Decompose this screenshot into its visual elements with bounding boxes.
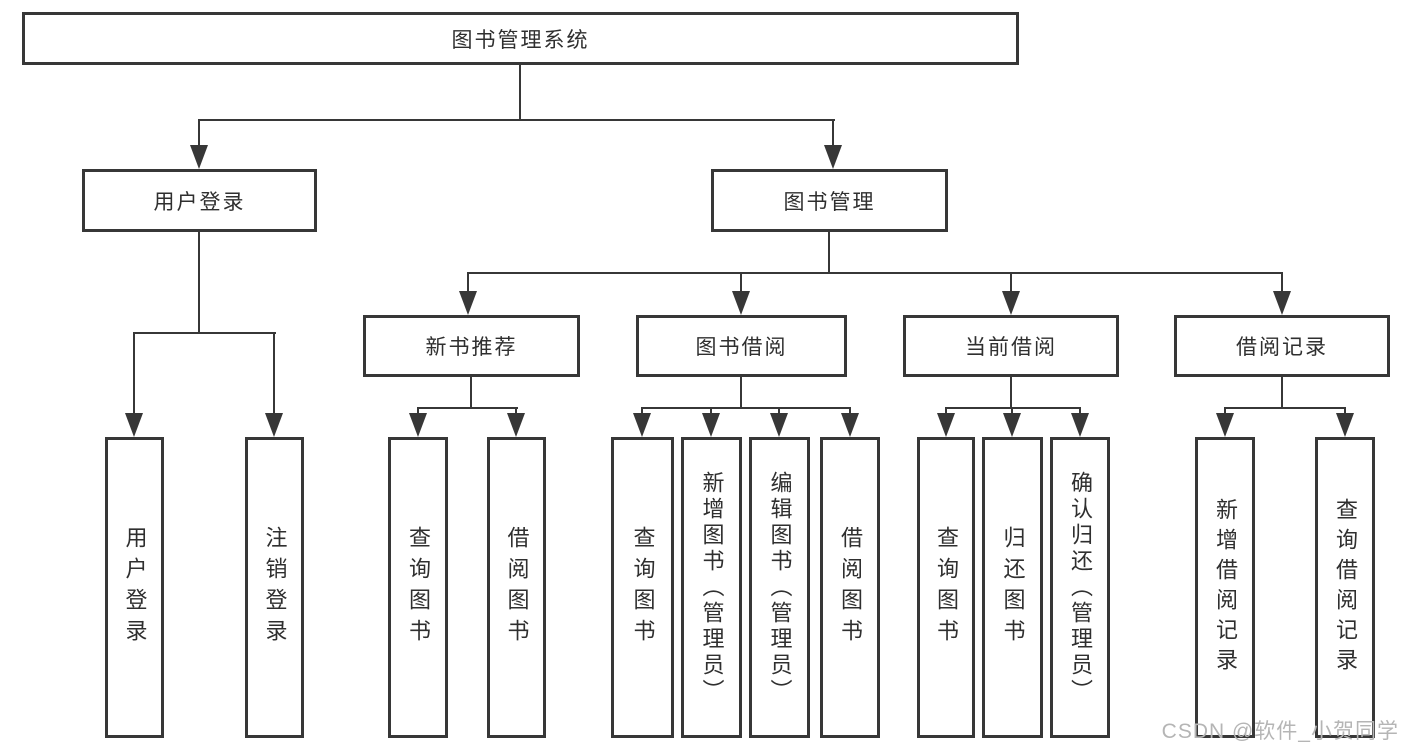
arrow-down (125, 332, 143, 437)
connector-management-stem (828, 231, 830, 273)
connector-group-hbar (945, 407, 1081, 409)
arrow-down (702, 407, 720, 437)
arrow-down (409, 407, 427, 437)
leaf-query-borrow-record: 查询借阅记录 (1315, 437, 1375, 738)
leaf-borrow-books: 借阅图书 (487, 437, 546, 738)
arrow-down (1336, 407, 1354, 437)
connector-group-stem (1010, 376, 1012, 408)
arrow-down (824, 119, 842, 169)
arrow-down (770, 407, 788, 437)
leaf-label: 查询图书 (406, 525, 431, 650)
leaf-logout: 注销登录 (245, 437, 304, 738)
leaf-label: 新增图书（管理员） (699, 470, 725, 705)
leaf-label: 编辑图书（管理员） (767, 470, 793, 705)
leaf-edit-book-admin: 编辑图书（管理员） (749, 437, 810, 738)
node-new-book-recommendation: 新书推荐 (363, 315, 580, 377)
leaf-label: 借阅图书 (838, 525, 863, 650)
leaf-user-login: 用户登录 (105, 437, 164, 738)
arrow-down (1273, 272, 1291, 315)
leaf-query-books: 查询图书 (611, 437, 674, 738)
arrow-down (265, 332, 283, 437)
leaf-label: 查询图书 (934, 525, 959, 650)
connector-root-stem (519, 64, 521, 120)
leaf-borrow-books: 借阅图书 (820, 437, 880, 738)
node-current-borrowing: 当前借阅 (903, 315, 1119, 377)
leaf-label: 查询图书 (630, 525, 656, 650)
leaf-confirm-return-admin: 确认归还（管理员） (1050, 437, 1110, 738)
connector-group-stem (740, 376, 742, 408)
leaf-query-books: 查询图书 (917, 437, 975, 738)
watermark: CSDN @软件_小贺同学 (1161, 720, 1399, 743)
arrow-down (1216, 407, 1234, 437)
node-borrowing-records: 借阅记录 (1174, 315, 1390, 377)
leaf-query-books: 查询图书 (388, 437, 448, 738)
arrow-down (1071, 407, 1089, 437)
node-book-management: 图书管理 (711, 169, 948, 232)
connector-root-hbar (198, 119, 835, 121)
leaf-return-books: 归还图书 (982, 437, 1043, 738)
leaf-label: 新增借阅记录 (1213, 497, 1238, 678)
arrow-down (1002, 272, 1020, 315)
connector-group-hbar (1224, 407, 1346, 409)
leaf-add-book-admin: 新增图书（管理员） (681, 437, 742, 738)
leaf-label: 注销登录 (262, 525, 288, 650)
arrow-down (633, 407, 651, 437)
leaf-label: 查询借阅记录 (1333, 497, 1358, 678)
arrow-down (841, 407, 859, 437)
leaf-label: 确认归还（管理员） (1068, 470, 1093, 705)
connector-group-stem (470, 376, 472, 408)
connector-login-hbar (133, 332, 276, 334)
leaf-add-borrow-record: 新增借阅记录 (1195, 437, 1255, 738)
connector-group-hbar (641, 407, 851, 409)
arrow-down (732, 272, 750, 315)
leaf-label: 用户登录 (122, 525, 148, 650)
arrow-down (937, 407, 955, 437)
arrow-down (1003, 407, 1021, 437)
node-library-management-system: 图书管理系统 (22, 12, 1019, 65)
connector-login-stem (198, 231, 200, 333)
connector-group-stem (1281, 376, 1283, 408)
arrow-down (190, 119, 208, 169)
connector-management-hbar (467, 272, 1283, 274)
leaf-label: 归还图书 (1000, 525, 1026, 650)
leaf-label: 借阅图书 (504, 525, 530, 650)
node-user-login: 用户登录 (82, 169, 317, 232)
arrow-down (507, 407, 525, 437)
node-book-borrowing: 图书借阅 (636, 315, 847, 377)
connector-group-hbar (417, 407, 518, 409)
arrow-down (459, 272, 477, 315)
